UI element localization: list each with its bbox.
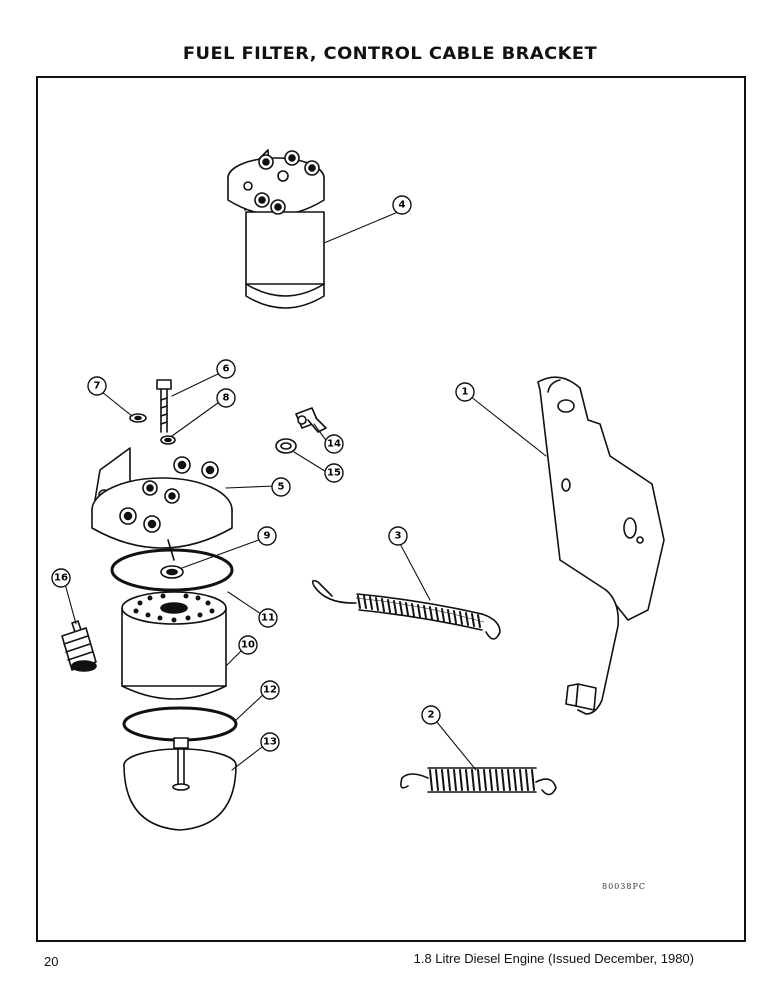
long-return-spring [311, 579, 501, 640]
short-return-spring [400, 767, 557, 796]
callout-8: 8 [223, 393, 230, 404]
callout-3: 3 [395, 531, 402, 542]
control-cable-bracket [537, 376, 665, 715]
callout-circles [51, 195, 475, 752]
leader-lines [63, 211, 547, 771]
callout-9: 9 [264, 531, 271, 542]
upper-o-ring [110, 548, 234, 592]
callout-6: 6 [223, 364, 230, 375]
illustration-code: 80038PC [602, 882, 646, 891]
callout-7: 7 [94, 381, 101, 392]
lower-o-ring [122, 706, 238, 742]
elbow-fitting [275, 407, 327, 454]
callout-1: 1 [462, 387, 469, 398]
callout-14: 14 [327, 439, 341, 450]
callout-4: 4 [399, 200, 406, 211]
callout-5: 5 [278, 482, 285, 493]
drain-fitting [61, 620, 97, 672]
assembled-fuel-filter [227, 149, 325, 309]
publication-footer: 1.8 Litre Diesel Engine (Issued December… [413, 951, 694, 966]
callout-13: 13 [263, 737, 277, 748]
page-title: FUEL FILTER, CONTROL CABLE BRACKET [182, 44, 598, 64]
filter-element [121, 591, 227, 700]
bolt-and-washers [129, 379, 176, 445]
filter-head [91, 447, 233, 561]
filter-bowl [123, 737, 237, 831]
callout-2: 2 [428, 710, 435, 721]
illustration-frame [36, 76, 746, 942]
callout-12: 12 [263, 685, 277, 696]
callout-10: 10 [241, 640, 255, 651]
callout-11: 11 [261, 613, 275, 624]
callout-15: 15 [327, 468, 341, 479]
callout-16: 16 [54, 573, 68, 584]
page-number: 20 [44, 954, 59, 969]
callout-labels: 4 6 7 8 1 14 15 5 9 16 11 3 10 12 13 2 [54, 200, 468, 748]
